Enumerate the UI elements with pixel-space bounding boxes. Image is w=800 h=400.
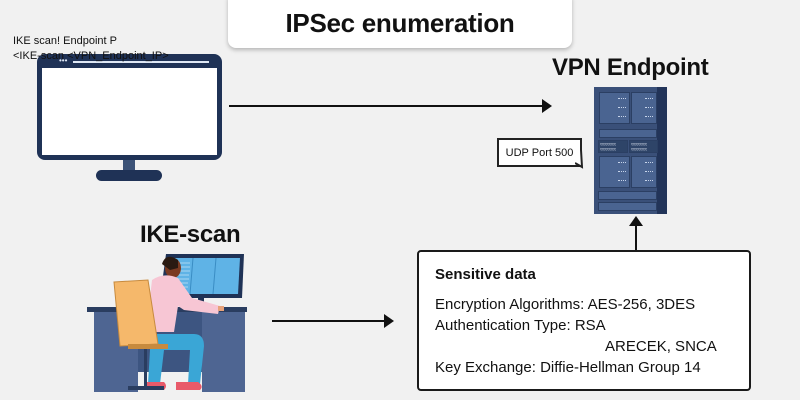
callout-tail (575, 150, 584, 169)
sensitive-data-box: Sensitive data Encryption Algorithms: AE… (417, 250, 751, 391)
window-dots-icon: ••• (59, 56, 68, 65)
arrow-command-to-vpn (229, 99, 552, 113)
diagram-title: IPSec enumeration (285, 7, 515, 38)
sensitive-data-heading: Sensitive data (435, 266, 536, 283)
udp-port-callout: UDP Port 500 (497, 138, 582, 167)
command-text: IKE scan! Endpoint P <IKE-scan <VPN_Endpo… (13, 34, 169, 64)
rack-unit (598, 191, 657, 200)
vpn-endpoint-label: VPN Endpoint (552, 54, 709, 81)
arrow-scan-to-data (272, 314, 394, 328)
monitor-frame: ••• (37, 54, 222, 160)
authentication-extra: ARECEK, SNCA (435, 338, 717, 355)
monitor-title-bar: ••• (37, 54, 222, 68)
rack-switch: ≈≈≈≈≈≈≈≈≈≈≈≈≈≈ (598, 140, 628, 153)
rack-side-panel (657, 87, 667, 214)
monitor-base (96, 170, 162, 181)
rack-unit (599, 156, 630, 188)
rack-unit (631, 156, 657, 188)
person-at-desk-illustration (87, 254, 247, 392)
authentication-type: Authentication Type: RSA (435, 317, 606, 334)
chair-icon (113, 279, 168, 390)
command-line-2: <IKE-scan <VPN_Endpoint_IP> (13, 50, 169, 62)
rack-unit (599, 92, 630, 124)
ike-scan-label: IKE-scan (140, 221, 241, 248)
arrow-data-to-vpn (629, 216, 643, 252)
sensitive-data-list: Encryption Algorithms: AES-256, 3DES Aut… (435, 294, 717, 378)
server-rack-icon: ≈≈≈≈≈≈≈≈≈≈≈≈≈≈ ≈≈≈≈≈≈≈≈≈≈≈≈≈≈ (594, 87, 667, 214)
title-card: IPSec enumeration (228, 0, 572, 48)
rack-switch: ≈≈≈≈≈≈≈≈≈≈≈≈≈≈ (629, 140, 658, 153)
udp-port-text: UDP Port 500 (505, 146, 574, 159)
monitor-screen (42, 68, 217, 155)
rack-unit (599, 129, 657, 138)
monitor-address-bar (73, 61, 209, 63)
monitor-neck (123, 160, 135, 170)
rack-unit (598, 202, 657, 211)
rack-unit (631, 92, 657, 124)
encryption-algorithms: Encryption Algorithms: AES-256, 3DES (435, 296, 696, 313)
key-exchange: Key Exchange: Diffie-Hellman Group 14 (435, 359, 701, 376)
command-line-1: IKE scan! Endpoint P (13, 35, 117, 47)
